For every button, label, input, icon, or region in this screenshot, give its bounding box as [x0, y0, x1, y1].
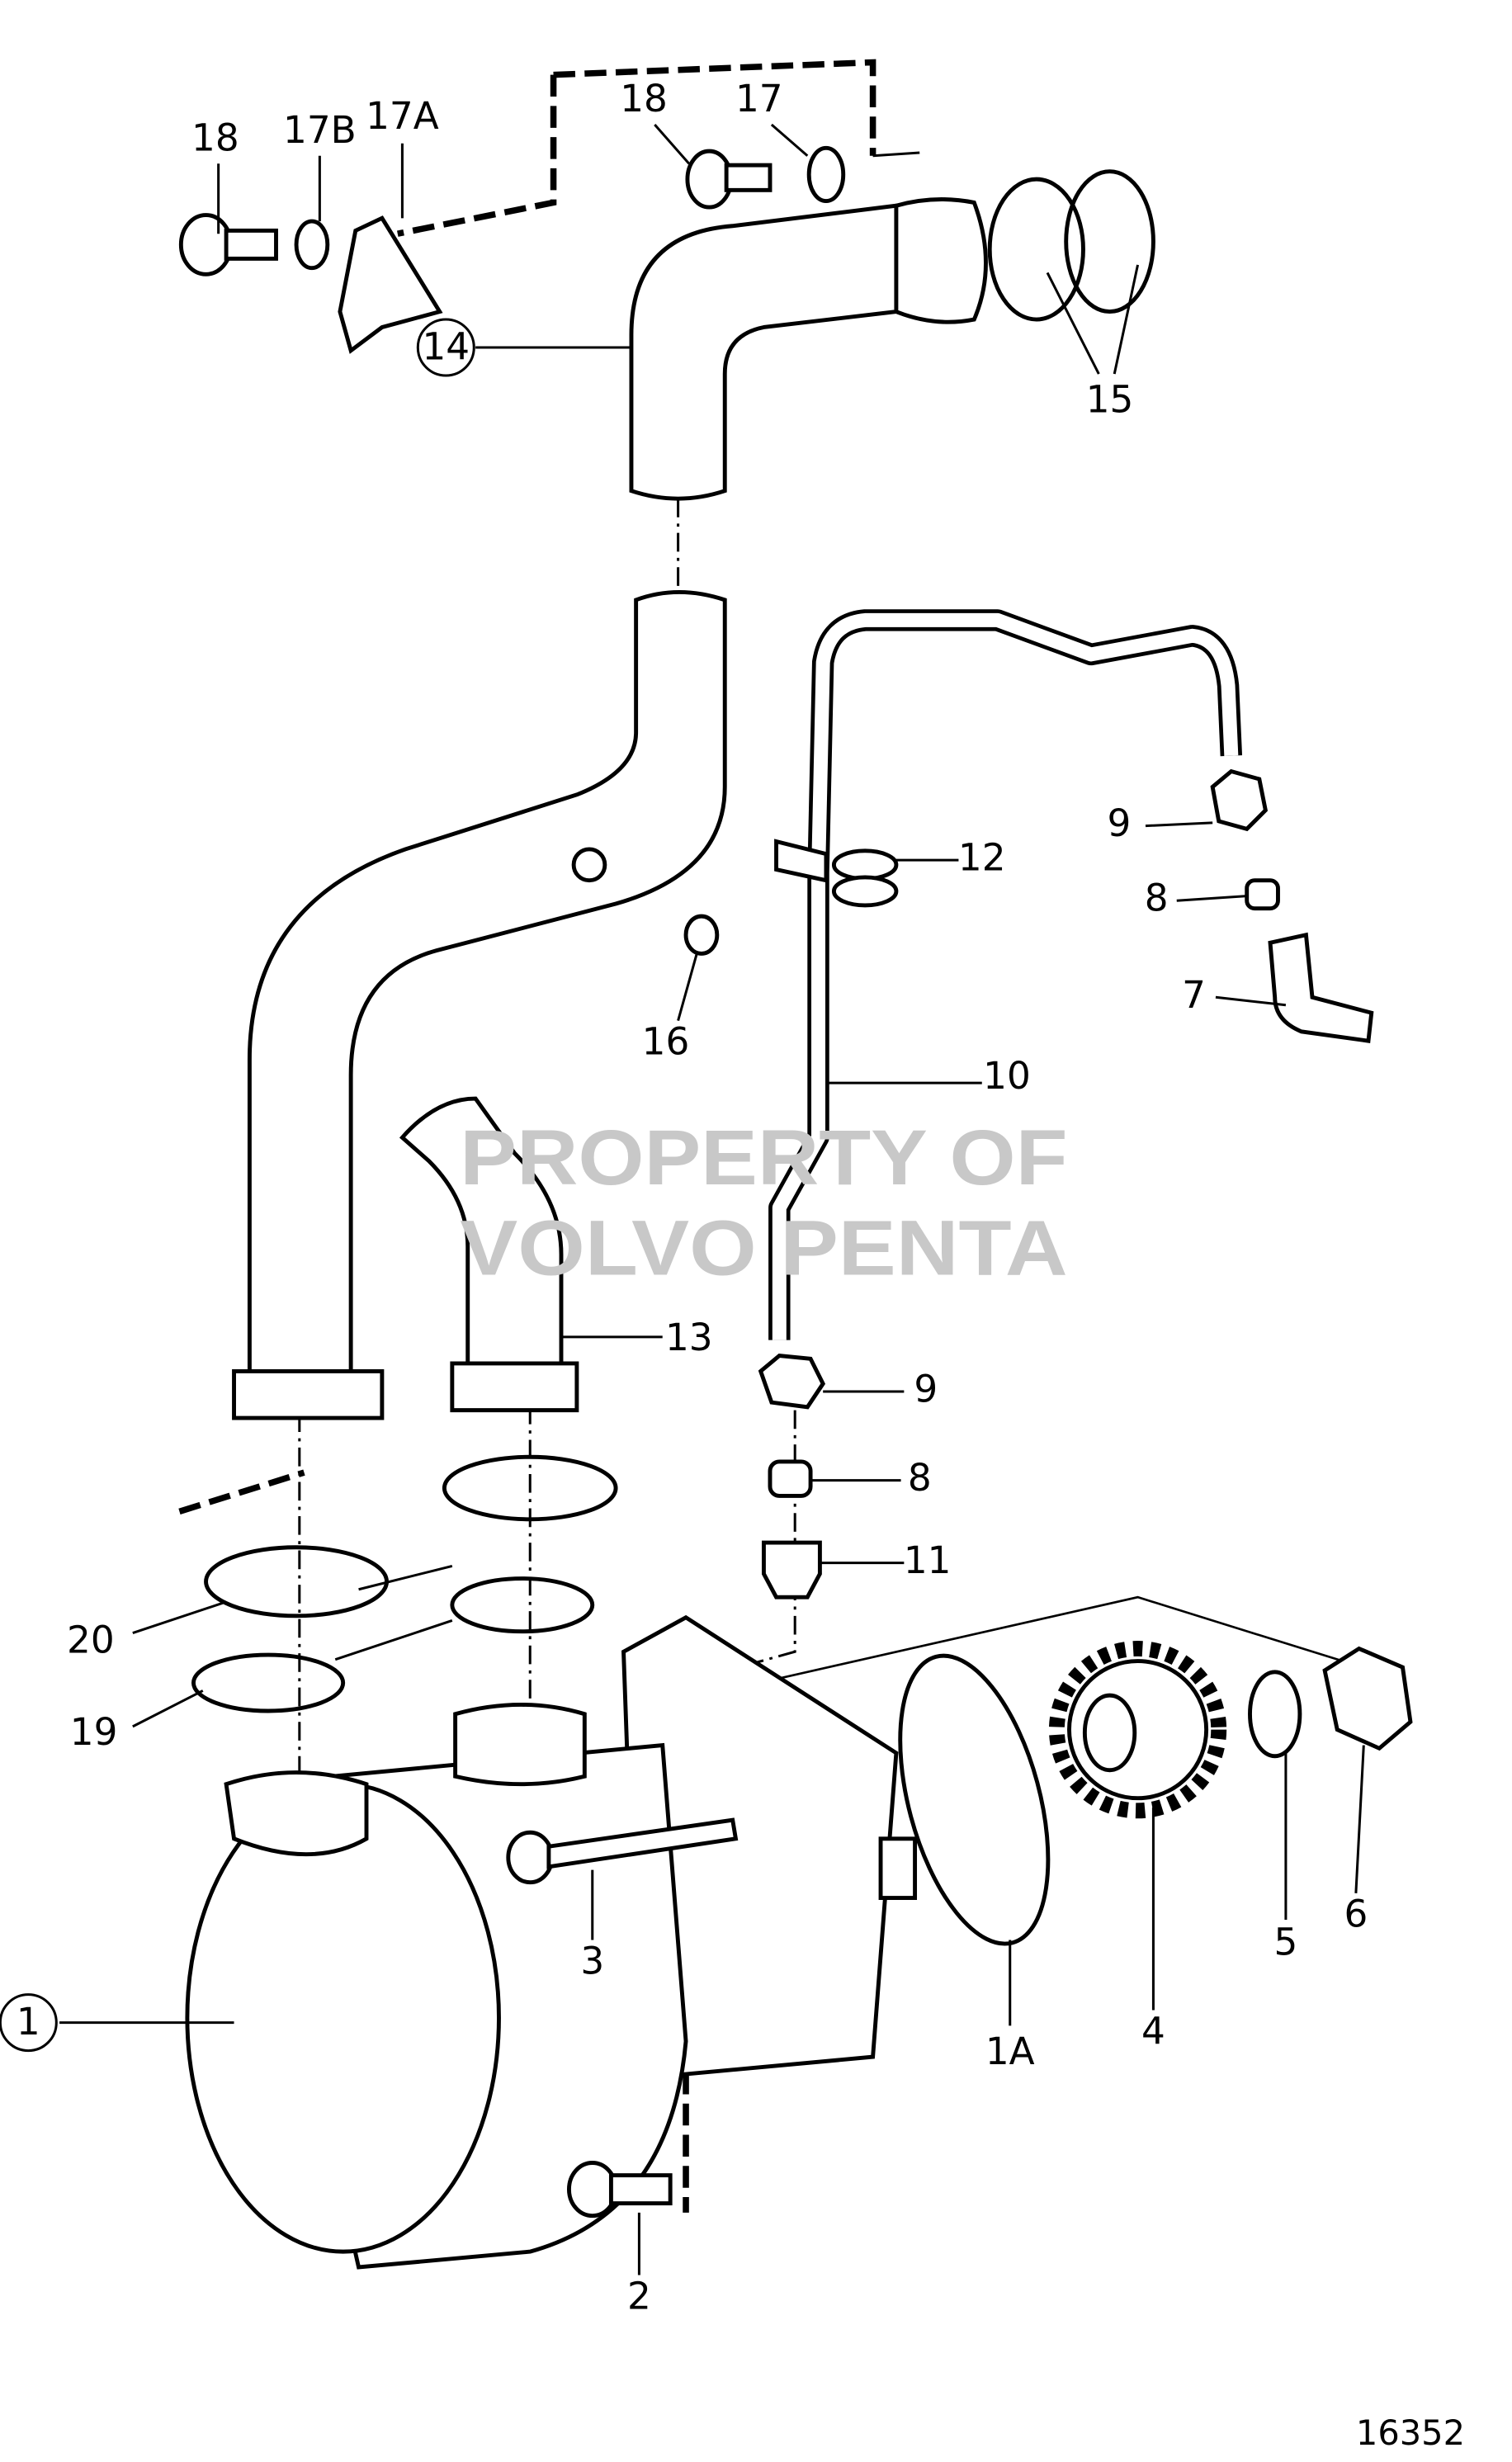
callout-labels: 18 17B 17A 18 17 14 15 9 8 7 12 16 10 13… [0, 77, 1465, 2453]
hose-clamps-20 [204, 1454, 618, 1618]
gear-4 [1048, 1641, 1227, 1819]
label-1: 1 [17, 2000, 40, 2044]
label-14-circle [416, 318, 475, 377]
clamp-12 [774, 839, 899, 908]
o-ring-15a [987, 177, 1085, 322]
label-6: 6 [1344, 1893, 1368, 1936]
washer-17b [294, 219, 330, 271]
label-18-left: 18 [191, 116, 239, 159]
pipe-13-flange [450, 1361, 579, 1413]
washer-5 [1248, 1670, 1302, 1759]
label-8-mid: 8 [908, 1456, 932, 1500]
elbow-union-7 [1268, 932, 1374, 1043]
label-17a: 17A [366, 94, 439, 138]
watermark-line-1: PROPERTY OF [460, 1115, 1067, 1202]
nut-9-top [1210, 768, 1269, 832]
label-10: 10 [983, 1054, 1031, 1098]
label-3: 3 [580, 1939, 604, 1982]
pipe-14-lower [247, 590, 727, 1373]
label-7: 7 [1182, 973, 1206, 1017]
label-15: 15 [1086, 378, 1134, 422]
label-1-circle [0, 1993, 58, 2053]
plug-16 [683, 914, 720, 956]
bolt-18-mid [685, 149, 773, 210]
bolt-3 [506, 1817, 739, 1885]
label-5: 5 [1273, 1921, 1297, 1964]
ferrule-8-mid [768, 1459, 813, 1498]
union-11 [761, 1540, 822, 1600]
tube-10 [768, 609, 1243, 1340]
label-16: 16 [642, 1019, 690, 1063]
bolt-2 [566, 2161, 673, 2219]
label-17b: 17B [283, 108, 357, 152]
sealing-rings-19 [191, 1576, 595, 1713]
pump-outlet [453, 1703, 587, 1787]
figure-number: 16352 [1356, 2412, 1465, 2453]
label-20: 20 [67, 1618, 115, 1661]
pipe-14-flange [232, 1368, 385, 1420]
o-ring-1a [898, 1653, 1051, 1946]
watermark-line-2: VOLVO PENTA [460, 1205, 1067, 1292]
label-19: 19 [70, 1710, 118, 1754]
label-13: 13 [665, 1316, 713, 1359]
pipe-14-upper [629, 203, 899, 501]
label-12: 12 [958, 836, 1006, 880]
watermark: PROPERTY OF VOLVO PENTA [460, 1115, 1067, 1292]
label-14: 14 [422, 324, 470, 368]
o-ring-15b [1064, 169, 1155, 314]
bolt-18-left [178, 213, 278, 276]
pump-shaft [878, 1836, 918, 1901]
label-9-top: 9 [1107, 801, 1131, 845]
clip-17a [338, 215, 443, 354]
label-4: 4 [1141, 2009, 1165, 2053]
label-1a: 1A [985, 2030, 1035, 2073]
pump-cover [185, 1782, 501, 2254]
pump-inlet [224, 1770, 369, 1857]
pipe-14-fitting [894, 197, 988, 324]
label-2: 2 [627, 2274, 651, 2318]
washer-17 [806, 145, 846, 204]
nut-6 [1322, 1646, 1413, 1751]
label-17: 17 [735, 77, 783, 121]
pipe-13 [399, 1096, 564, 1373]
leader-lines [59, 123, 1365, 2275]
label-9-mid: 9 [914, 1367, 938, 1411]
nut-9-mid [758, 1353, 826, 1410]
label-11: 11 [904, 1538, 952, 1582]
label-18-mid: 18 [620, 77, 668, 121]
label-8-top: 8 [1145, 877, 1169, 920]
plug-seat [571, 847, 607, 883]
ferrule-8-top [1245, 878, 1280, 911]
